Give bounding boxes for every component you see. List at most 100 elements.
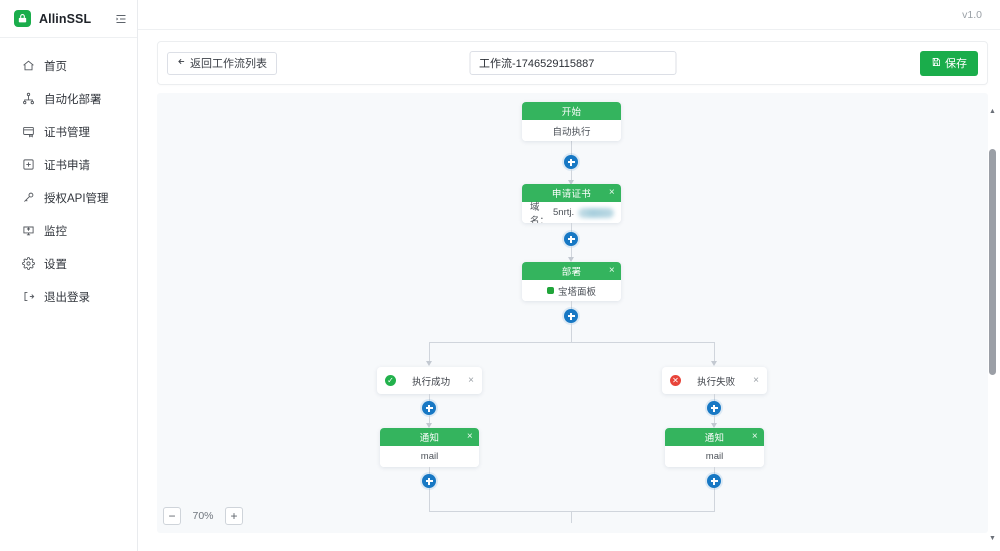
redacted-domain-blur [578, 207, 614, 218]
node-body-text: mail [420, 451, 439, 462]
node-header: 通知 × [665, 428, 764, 446]
caret-up-icon[interactable]: ▲ [989, 108, 996, 115]
save-label: 保存 [945, 58, 967, 70]
node-notify-failure[interactable]: 通知 × mail [665, 428, 764, 467]
node-body-text: mail [705, 451, 724, 462]
connector-line [571, 323, 572, 342]
add-node-button-1[interactable] [564, 155, 578, 169]
zoom-controls: − 70% + [163, 507, 243, 525]
add-node-button-2[interactable] [564, 232, 578, 246]
sidebar-item-label: 监控 [44, 225, 67, 238]
sidebar-nav: 首页 自动化部署 证书管理 [0, 38, 137, 313]
node-title: 申请证书 [551, 189, 592, 200]
workflow-name-input[interactable] [469, 51, 676, 75]
close-icon[interactable]: × [751, 431, 758, 442]
close-icon[interactable]: × [466, 431, 473, 442]
sidebar-item-label: 授权API管理 [44, 192, 109, 205]
connector-line [571, 246, 572, 259]
node-header: 申请证书 × [522, 184, 621, 202]
sidebar-item-label: 退出登录 [44, 291, 90, 304]
close-icon[interactable]: × [468, 375, 474, 386]
add-node-button-3[interactable] [564, 309, 578, 323]
node-header: 通知 × [380, 428, 479, 446]
sidebar-item-api-auth[interactable]: 授权API管理 [0, 181, 137, 214]
node-body: 宝塔面板 [522, 280, 621, 301]
sidebar-item-label: 设置 [44, 258, 67, 271]
connector-line [429, 415, 430, 426]
node-body-value: 5nrtj. [553, 207, 575, 218]
sidebar-item-label: 首页 [44, 60, 67, 73]
node-header: 开始 [522, 102, 621, 120]
caret-down-icon[interactable]: ▼ [989, 535, 996, 542]
sidebar-item-logout[interactable]: 退出登录 [0, 280, 137, 313]
node-body: 域名： 5nrtj. [522, 202, 621, 223]
save-button[interactable]: 保存 [920, 50, 978, 76]
back-to-list-button[interactable]: 返回工作流列表 [167, 51, 277, 75]
zoom-in-button[interactable]: + [225, 507, 243, 525]
connector-arrow [426, 423, 432, 428]
node-apply-certificate[interactable]: 申请证书 × 域名： 5nrtj. [522, 184, 621, 223]
node-body-text: 自动执行 [552, 126, 591, 138]
connector-line [714, 467, 715, 512]
sidebar-item-label: 自动化部署 [44, 93, 102, 106]
zoom-out-button[interactable]: − [163, 507, 181, 525]
node-title: 通知 [419, 433, 440, 444]
node-title: 通知 [704, 433, 725, 444]
brand-name: AllinSSL [39, 11, 92, 26]
add-node-button-7[interactable] [707, 474, 721, 488]
sidebar-item-monitor[interactable]: 监控 [0, 214, 137, 247]
close-icon[interactable]: × [608, 187, 615, 198]
logout-icon [21, 290, 35, 304]
add-node-button-6[interactable] [422, 474, 436, 488]
condition-label: 执行失败 [697, 376, 736, 388]
gear-icon [21, 257, 35, 271]
home-icon [21, 59, 35, 73]
connector-arrow [711, 423, 717, 428]
node-body: mail [665, 446, 764, 467]
workflow-canvas[interactable]: 开始 自动执行 申请证书 × 域名： [157, 93, 988, 533]
bt-panel-icon [546, 287, 554, 294]
sidebar-item-label: 证书申请 [44, 159, 90, 172]
brand-header: AllinSSL [0, 0, 137, 38]
scrollbar-thumb[interactable] [989, 149, 996, 375]
node-start[interactable]: 开始 自动执行 [522, 102, 621, 141]
sidebar-item-automation[interactable]: 自动化部署 [0, 82, 137, 115]
back-to-list-label: 返回工作流列表 [190, 58, 267, 70]
sidebar-item-home[interactable]: 首页 [0, 49, 137, 82]
content-wrapper: 返回工作流列表 保存 [138, 30, 1000, 551]
condition-failure[interactable]: ✕ 执行失败 × [662, 367, 767, 394]
connector-arrow [711, 361, 717, 366]
add-node-button-5[interactable] [707, 401, 721, 415]
monitor-icon [21, 224, 35, 238]
sidebar-item-settings[interactable]: 设置 [0, 247, 137, 280]
error-circle-icon: ✕ [670, 375, 681, 386]
close-icon[interactable]: × [608, 265, 615, 276]
connector-arrow [568, 257, 574, 262]
node-deploy[interactable]: 部署 × 宝塔面板 [522, 262, 621, 301]
condition-success[interactable]: ✓ 执行成功 × [377, 367, 482, 394]
node-header: 部署 × [522, 262, 621, 280]
condition-label: 执行成功 [412, 376, 451, 388]
sidebar-item-label: 证书管理 [44, 126, 90, 139]
connector-line [429, 467, 430, 512]
connector-line [714, 342, 715, 363]
sidebar: AllinSSL 首页 [0, 0, 138, 551]
plus-square-icon [21, 158, 35, 172]
branch-merge-line [429, 511, 715, 512]
sitemap-icon [21, 92, 35, 106]
scrollbar-track[interactable] [987, 115, 998, 535]
arrow-left-icon [177, 57, 186, 69]
canvas-inner: 开始 自动执行 申请证书 × 域名： [157, 93, 988, 533]
close-icon[interactable]: × [753, 375, 759, 386]
menu-collapse-icon[interactable] [115, 13, 127, 25]
sidebar-item-cert-apply[interactable]: 证书申请 [0, 148, 137, 181]
node-body: 自动执行 [522, 120, 621, 141]
connector-arrow [568, 180, 574, 185]
node-notify-success[interactable]: 通知 × mail [380, 428, 479, 467]
canvas-scrollbar[interactable]: ▲ ▼ [987, 108, 998, 542]
connector-arrow [426, 361, 432, 366]
sidebar-item-cert-manage[interactable]: 证书管理 [0, 115, 137, 148]
add-node-button-4[interactable] [422, 401, 436, 415]
node-title: 开始 [561, 107, 582, 118]
